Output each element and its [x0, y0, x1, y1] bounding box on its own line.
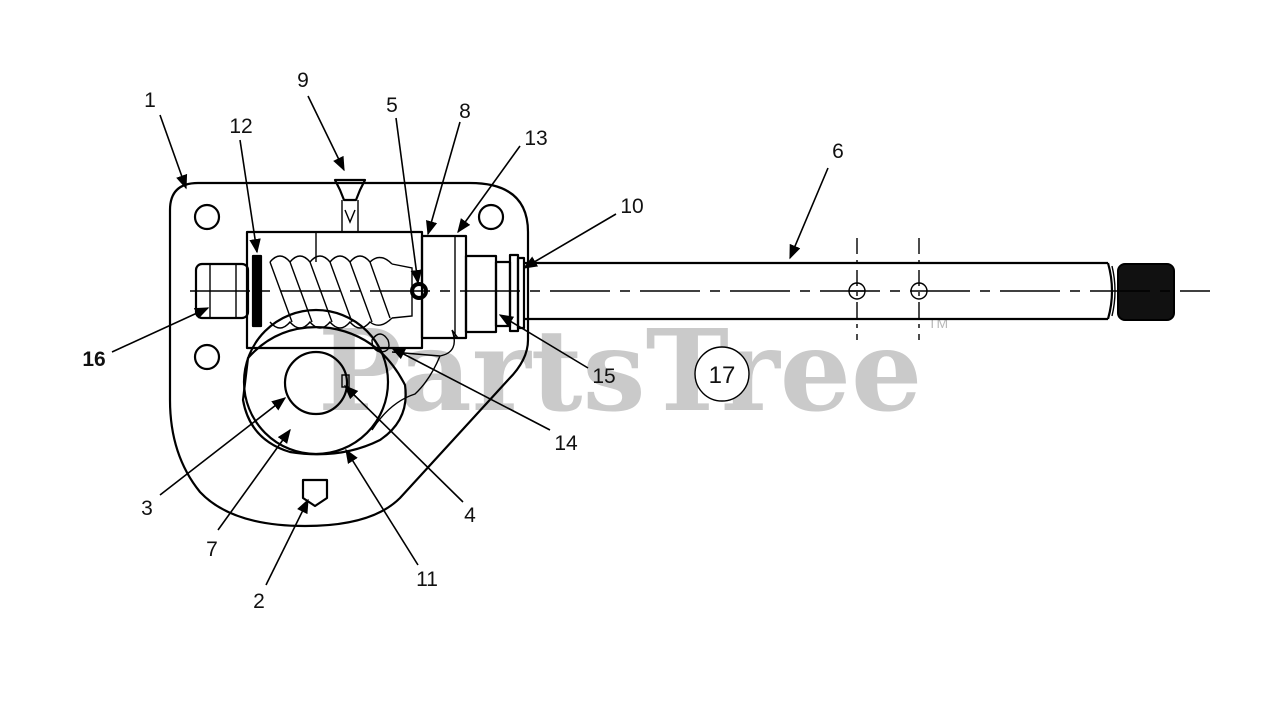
leader-7	[217, 428, 291, 531]
gear-outer-ring	[242, 308, 390, 456]
mounting-hole-top-left	[193, 203, 221, 231]
housing-plate	[168, 181, 530, 528]
leader-13	[457, 145, 521, 234]
callout-3: 3	[141, 497, 153, 520]
hex-fastener	[301, 478, 329, 508]
callout-4: 4	[464, 504, 476, 527]
callout-12: 12	[229, 115, 252, 138]
leader-8	[426, 121, 461, 236]
gear-bore	[283, 350, 349, 416]
callout-6: 6	[832, 140, 844, 163]
callout-1: 1	[144, 89, 156, 112]
mounting-hole-top-right	[477, 203, 505, 231]
callout-labels: 1 2 3 4 5 6 7 8 9 10 11 12 13 14 15 16 1…	[82, 69, 844, 613]
leader-12	[239, 139, 261, 254]
knurled-shaft-end	[1117, 263, 1175, 321]
leader-9	[307, 95, 345, 172]
mounting-hole-bottom-left	[193, 343, 221, 371]
partstree-watermark: PartsTree TM	[318, 306, 948, 437]
leader-11	[345, 448, 419, 566]
callout-2: 2	[253, 590, 265, 613]
thrust-washer	[251, 254, 263, 328]
sector-gear	[241, 308, 407, 456]
callout-13: 13	[524, 127, 547, 150]
leader-15	[498, 314, 589, 369]
leader-4	[343, 384, 464, 503]
leader-2	[265, 498, 309, 586]
callout-9: 9	[297, 69, 309, 92]
callout-7: 7	[206, 538, 218, 561]
callout-8: 8	[459, 100, 471, 123]
shaft-cross-holes	[848, 238, 928, 340]
callout-16: 16	[82, 348, 105, 371]
leader-10	[522, 213, 617, 269]
grease-fitting	[333, 178, 367, 232]
leader-3	[159, 397, 287, 496]
leader-5	[395, 117, 422, 285]
watermark-brand-text: PartsTree	[318, 306, 922, 437]
callout-17-circle	[694, 346, 750, 402]
leader-1	[159, 114, 188, 190]
callout-5: 5	[386, 94, 398, 117]
watermark-trademark-text: TM	[928, 315, 948, 331]
callout-17: 17	[709, 362, 736, 389]
callout-15: 15	[592, 365, 615, 388]
leader-16	[111, 307, 210, 353]
callout-10: 10	[620, 195, 643, 218]
callout-14: 14	[554, 432, 578, 455]
mounting-holes	[193, 203, 505, 508]
leader-lines	[111, 95, 829, 586]
leader-14	[390, 347, 551, 431]
leader-6	[789, 167, 829, 260]
callout-11: 11	[416, 568, 438, 591]
